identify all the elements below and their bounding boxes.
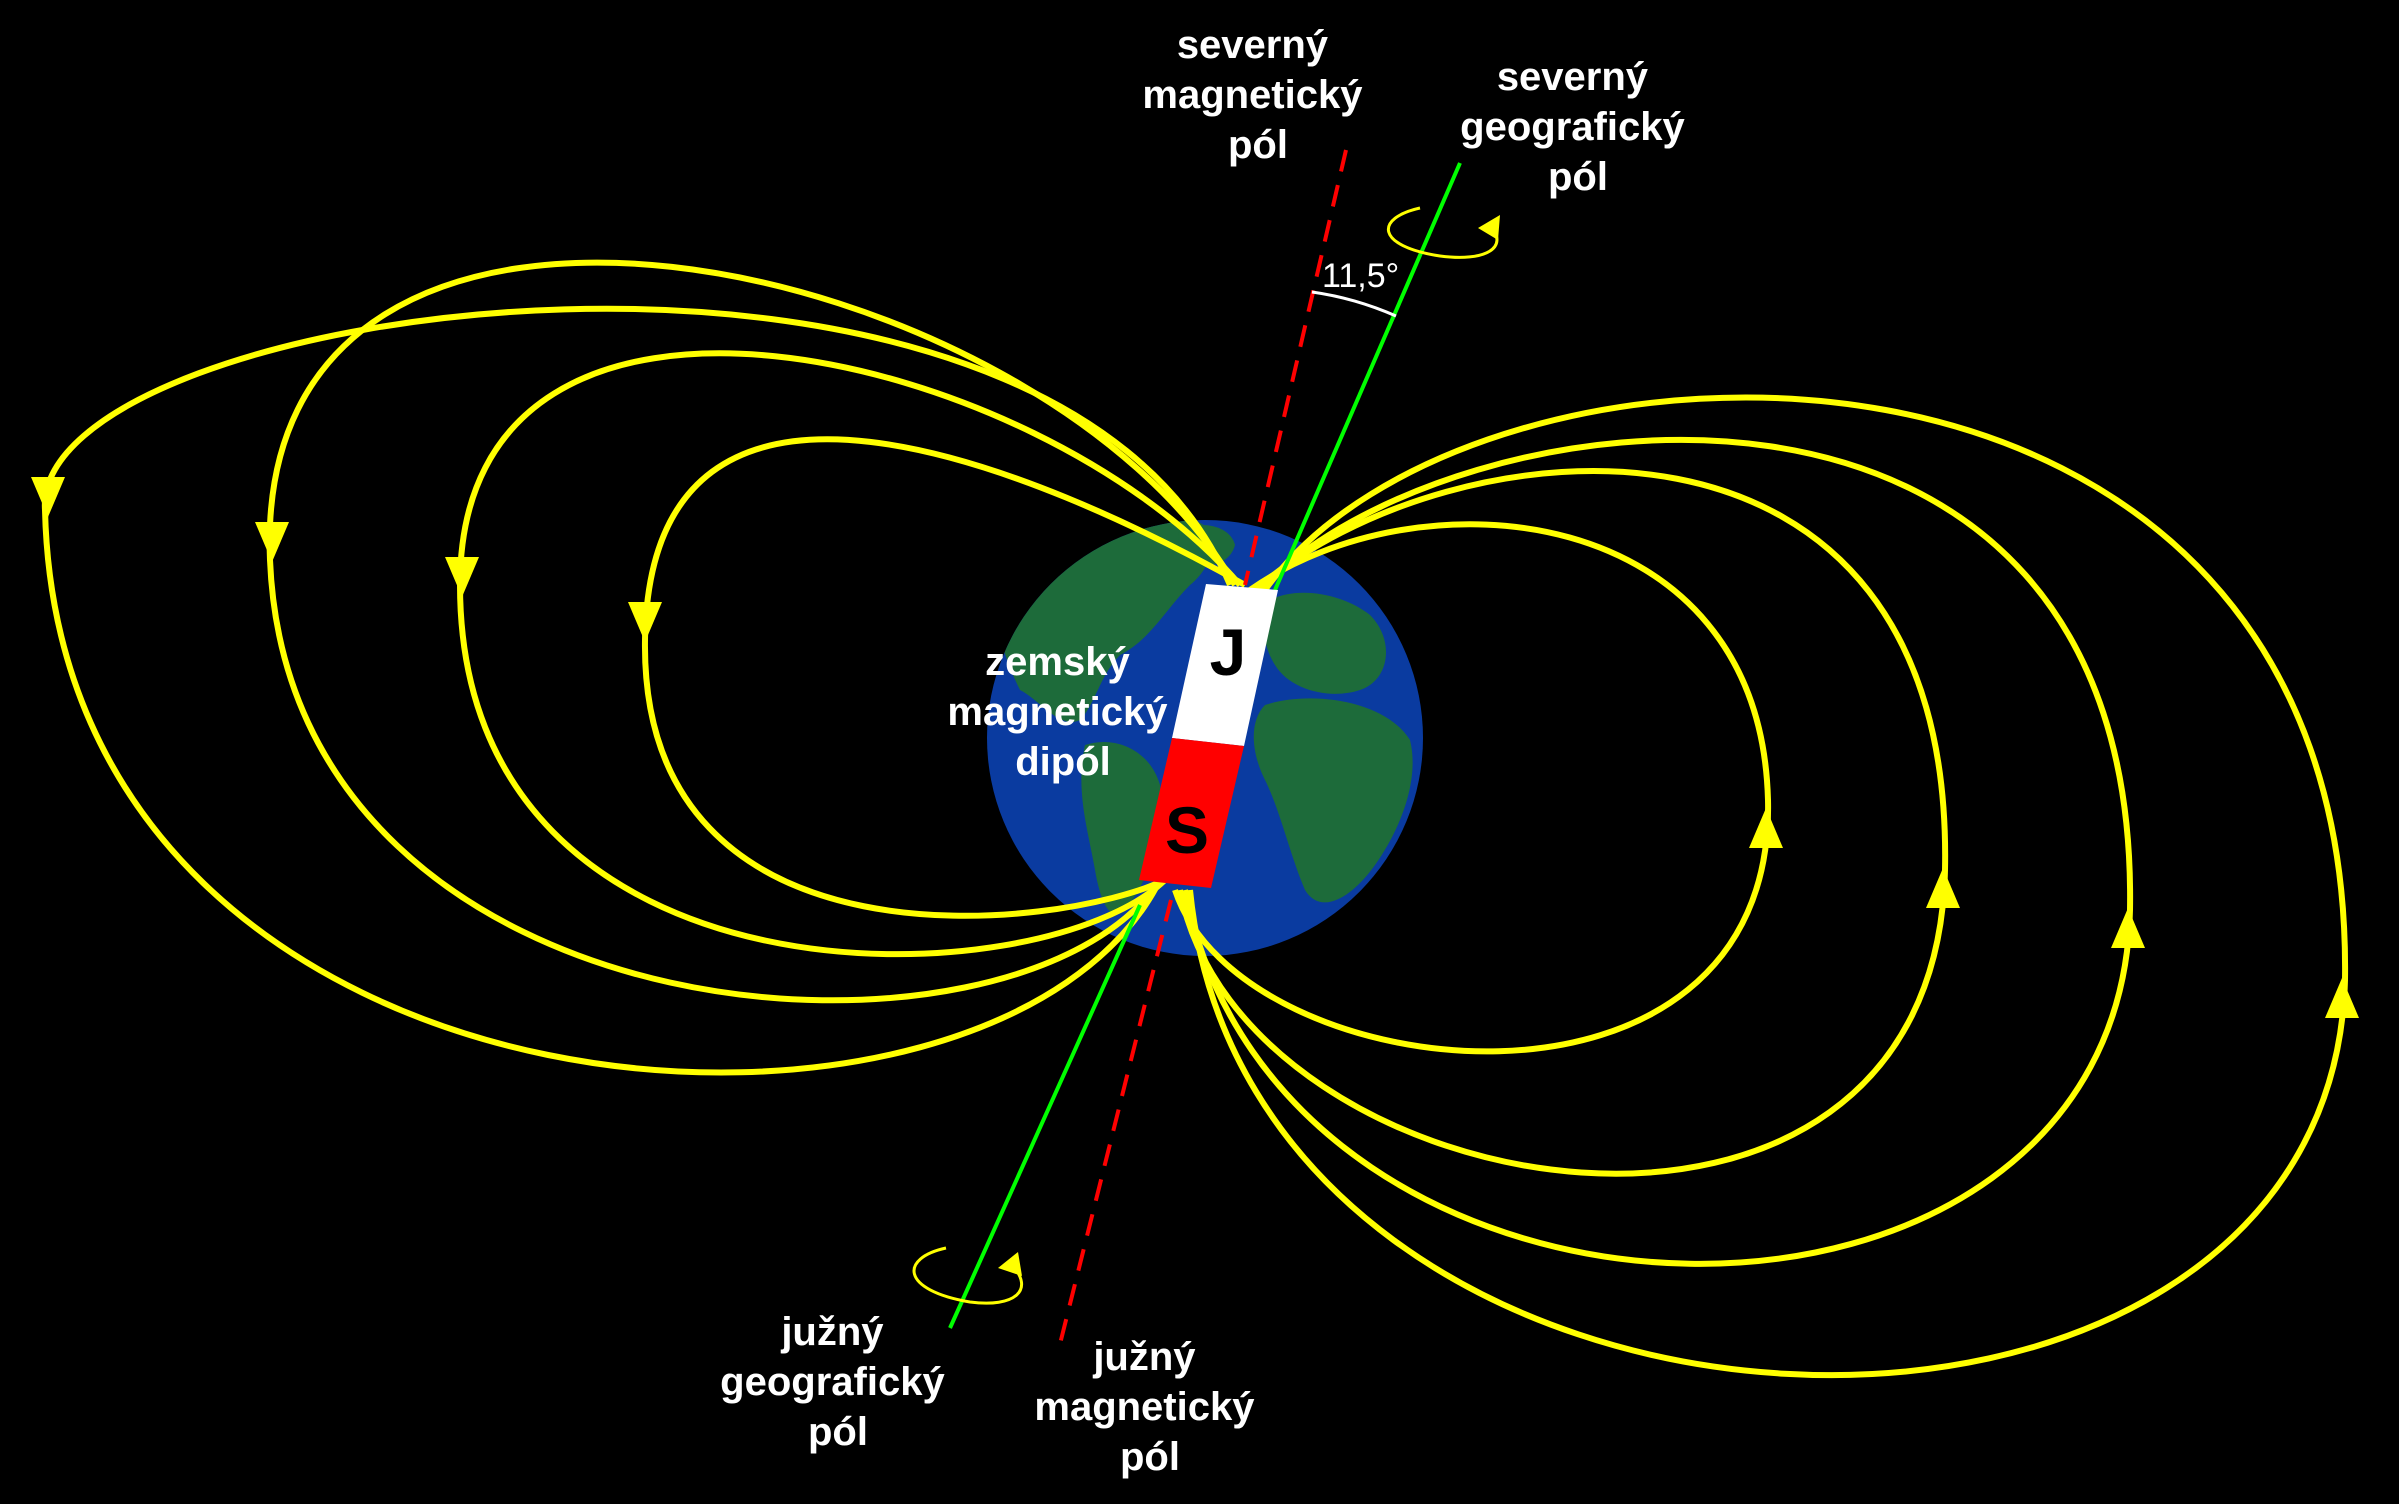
magnet-bottom-red [1139,738,1244,888]
field-line [266,259,1238,1004]
magnet-top-white [1172,584,1278,746]
label-north-geographic-pole: severný geografický pól [1460,55,1696,199]
magnetic-axis-south [1056,899,1173,1353]
magnetic-field-lines [41,259,2349,1379]
label-north-magnetic-pole: severný magnetický pól [1142,23,1373,167]
bar-magnet: J S [1139,584,1278,888]
field-direction-arrow-icon [255,522,289,562]
field-direction-arrow-icon [1926,868,1960,908]
field-direction-arrow-icon [445,557,479,597]
field-direction-arrows [31,477,2359,1018]
label-south-magnetic-pole: južný magnetický pól [1034,1335,1265,1479]
field-line [41,305,1233,1076]
field-direction-arrow-icon [1749,808,1783,848]
label-dipole: zemský magnetický dipól [947,640,1178,784]
label-south-geographic-pole: južný geografický pól [720,1310,956,1454]
field-direction-arrow-icon [31,477,65,517]
magnetic-axis-north [1243,149,1348,586]
rotation-arrow-icon [1387,206,1500,259]
field-direction-arrow-icon [2111,908,2145,948]
rotation-arrow-icon [912,1246,1024,1305]
tilt-angle-arc [1311,290,1397,318]
field-direction-arrow-icon [2325,978,2359,1018]
tilt-angle-label: 11,5° [1322,257,1399,295]
continent-africa [1253,698,1413,903]
magnet-letter-s: S [1165,793,1209,867]
field-direction-arrow-icon [628,602,662,642]
continent-europe [1263,592,1387,694]
magnet-letter-j: J [1210,615,1247,689]
geographic-axis-south [948,904,1142,1329]
geographic-axis-north [1273,162,1462,591]
